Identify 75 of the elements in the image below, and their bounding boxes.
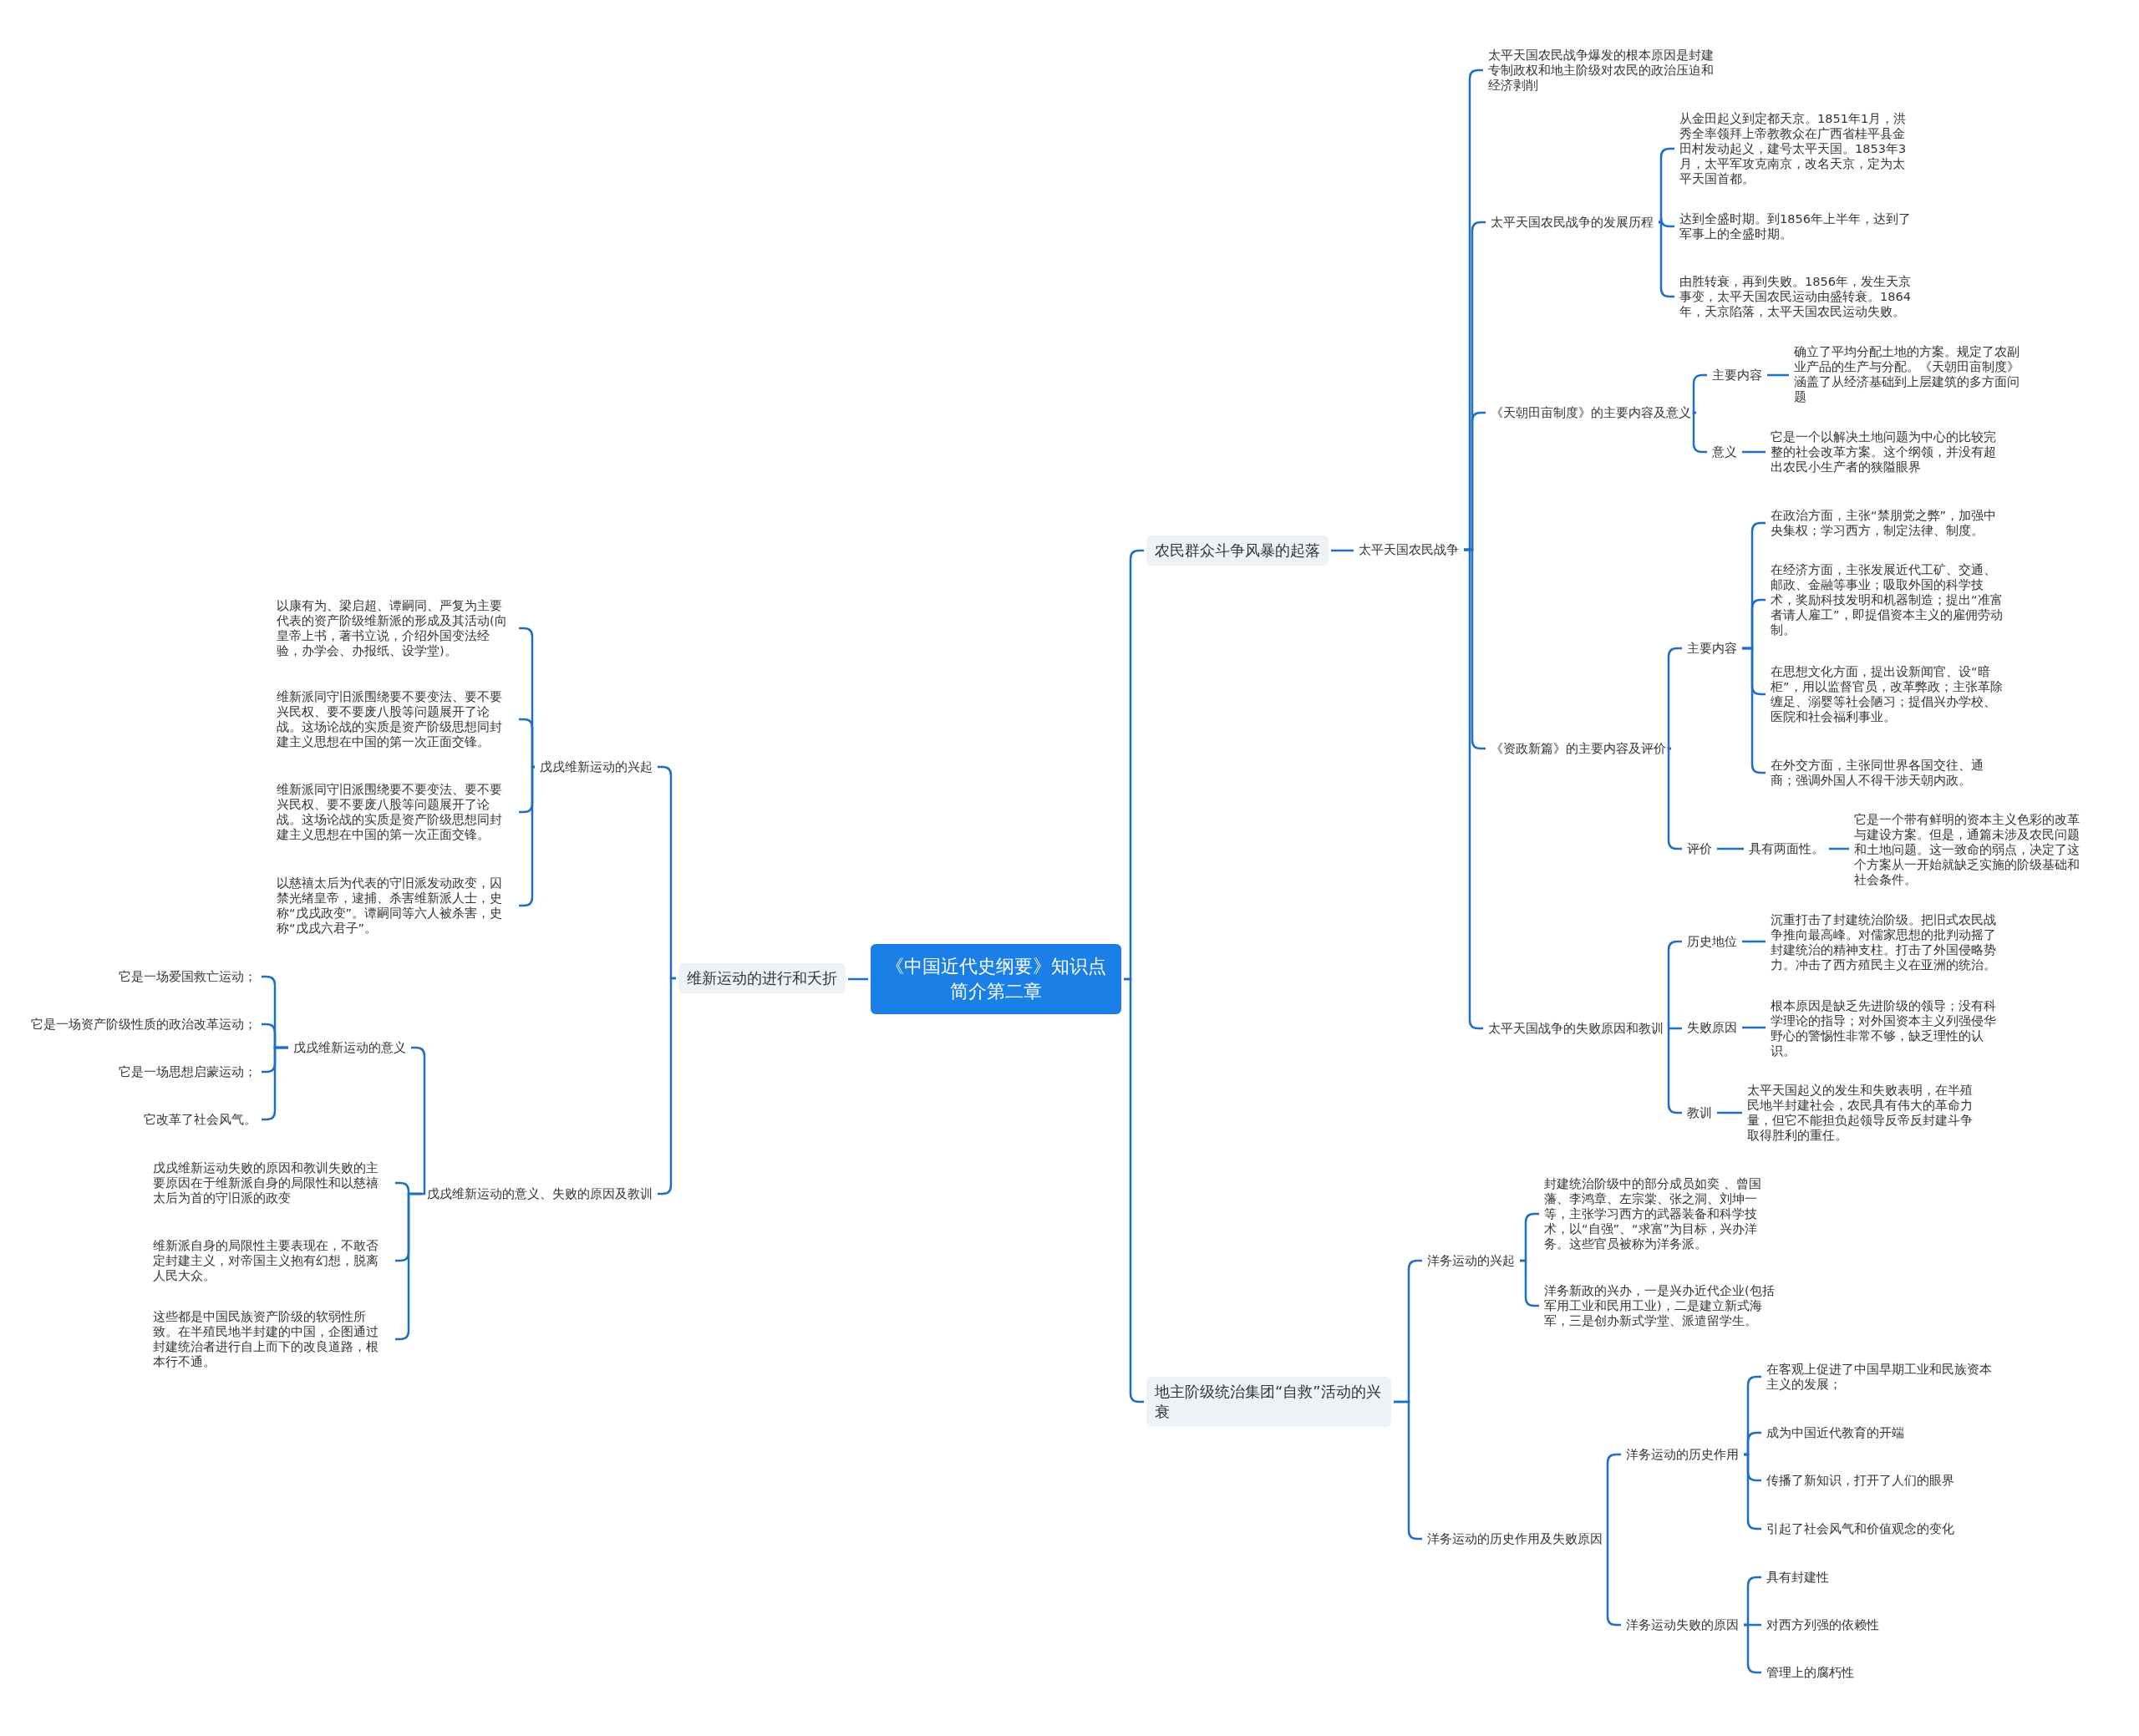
topic-text: 管理上的腐朽性 — [1764, 1663, 1857, 1682]
topic-text: 戊戌维新运动失败的原因和教训失败的主要原因在于维新派自身的局限性和以慈禧太后为首的守旧派的政变 — [150, 1159, 393, 1207]
connector-line — [1667, 747, 1682, 850]
topic-text: 太平天国农民战争爆发的根本原因是封建专制政权和地主阶级对农民的政治压迫和经济剥削 — [1486, 46, 1728, 94]
topic-text: 洋务运动失败的原因 — [1623, 1616, 1741, 1634]
connector-line — [1717, 1111, 1742, 1114]
topic-text: 戊戌维新运动的兴起 — [537, 758, 655, 776]
topic-text: 这些都是中国民族资产阶级的软弱性所致。在半殖民地半封建的中国，企图通过封建统治者进行自上而下的改良道路，根本行不通。 — [150, 1307, 393, 1371]
connector-line — [1829, 847, 1849, 850]
connector-line — [1692, 411, 1707, 454]
connector-line — [1669, 1027, 1682, 1030]
connector-line — [1767, 373, 1789, 377]
topic-text: 戊戌维新运动的意义、失败的原因及教训 — [424, 1185, 655, 1203]
topic-text: 历史地位 — [1684, 932, 1740, 951]
connector-line — [1659, 216, 1674, 228]
topic-text: 沉重打击了封建统治阶级。把旧式农民战争推向最高峰。对儒家思想的批判动摇了封建统治的精神支柱。打击了外国侵略势力。冲击了西方殖民主义在亚洲的统治。 — [1768, 911, 2010, 974]
topic-text: 它是一场思想启蒙运动； — [116, 1063, 259, 1081]
topic-text: 在外交方面，主张同世界各国交往、通商；强调外国人不得干涉天朝内政。 — [1768, 756, 2010, 789]
topic-text: 以慈禧太后为代表的守旧派发动政变，囚禁光绪皇帝，逮捕、杀害维新派人士，史称“戊戌政变”。谭嗣同等六人被杀害，史称“戊戌六君子”。 — [274, 874, 516, 937]
topic-text: 失败原因 — [1684, 1018, 1740, 1037]
main-topic-box: 维新运动的进行和夭折 — [678, 963, 846, 993]
topic-text: 维新派自身的局限性主要表现在，不敢否定封建主义，对帝国主义抱有幻想，脱离人民大众。 — [150, 1236, 393, 1285]
topic-text: 传播了新知识，打开了人们的眼界 — [1764, 1471, 1957, 1490]
topic-text: 在政治方面，主张“禁朋党之弊”，加强中央集权；学习西方，制定法律、制度。 — [1768, 506, 2010, 540]
topic-text: 太平天国农民战争的发展历程 — [1488, 213, 1656, 231]
topic-text: 根本原因是缺乏先进阶级的领导；没有科学理论的指导；对外国资本主义列强侵华野心的警惕性非常不够，缺乏理性的认识。 — [1768, 997, 2010, 1060]
topic-text: 在思想文化方面，提出设新闻官、设“暗柜”，用以监督官员，改革弊政；主张革除缠足、溺婴等社会陋习；提倡兴办学校、医院和社会福利事业。 — [1768, 662, 2010, 726]
topic-text: 具有封建性 — [1764, 1568, 1832, 1586]
topic-text: 洋务新政的兴办，一是兴办近代企业(包括军用工业和民用工业)，二是建立新式海军，三是创办新式学堂、派遣留学生。 — [1542, 1282, 1784, 1330]
topic-text: 它是一场资产阶级性质的政治改革运动； — [28, 1015, 259, 1033]
topic-text: 达到全盛时期。到1856年上半年，达到了军事上的全盛时期。 — [1677, 210, 1919, 243]
topic-text: 评价 — [1684, 840, 1715, 858]
topic-text: 戊戌维新运动的意义 — [291, 1038, 409, 1057]
connector-line — [1124, 977, 1144, 1404]
topic-text: 在客观上促进了中国早期工业和民族资本主义的发展； — [1764, 1360, 2006, 1393]
topic-text: 洋务运动的历史作用及失败原因 — [1425, 1530, 1605, 1548]
connector-line — [1717, 847, 1744, 850]
connector-line — [1742, 1026, 1766, 1029]
topic-text: 教训 — [1684, 1104, 1715, 1122]
topic-text: 成为中国近代教育的开端 — [1764, 1424, 1907, 1442]
topic-text: 太平天国起义的发生和失败表明，在半殖民地半封建社会，农民具有伟大的革命力量，但它不能担负起领导反帝反封建斗争取得胜利的重任。 — [1745, 1081, 1987, 1145]
central-topic-box: 《中国近代史纲要》知识点简介第二章 — [871, 944, 1121, 1014]
connector-line — [848, 977, 868, 981]
topic-text: 它是一个以解决土地问题为中心的比较完整的社会改革方案。这个纲领，并没有超出农民小生产者的狭隘眼界 — [1768, 428, 2010, 476]
topic-text: 维新派同守旧派围绕要不要变法、要不要兴民权、要不要废八股等问题展开了论战。这场论战的实质是资产阶级思想同封建主义思想在中国的第一次正面交锋。 — [274, 780, 516, 844]
topic-text: 维新派同守旧派围绕要不要变法、要不要兴民权、要不要废八股等问题展开了论战。这场论战的实质是资产阶级思想同封建主义思想在中国的第一次正面交锋。 — [274, 688, 516, 751]
topic-text: 它是一场爱国救亡运动； — [116, 967, 259, 986]
topic-text: 由胜转衰，再到失败。1856年，发生天京事变，太平天国农民运动由盛转衰。1864年，天京陷落，太平天国农民运动失败。 — [1677, 272, 1919, 321]
topic-text: 《天朝田亩制度》的主要内容及意义 — [1488, 404, 1694, 422]
topic-text: 从金田起义到定都天京。1851年1月，洪秀全率领拜上帝教教众在广西省桂平县金田村发动起义，建号太平天国。1853年3月，太平军攻克南京，改名天京，定为太平天国首都。 — [1677, 109, 1919, 188]
connector-line — [1742, 450, 1766, 454]
topic-text: 它是一个带有鲜明的资本主义色彩的改革与建设方案。但是，通篇未涉及农民问题和土地问题。这一致命的弱点，决定了这个方案从一开始就缺乏实施的阶级基础和社会条件。 — [1852, 810, 2094, 889]
topic-text: 它改革了社会风气。 — [141, 1110, 259, 1129]
topic-text: 具有两面性。 — [1746, 840, 1827, 858]
connector-line — [1692, 373, 1707, 414]
topic-text: 引起了社会风气和价值观念的变化 — [1764, 1520, 1957, 1538]
topic-text: 洋务运动的历史作用 — [1623, 1445, 1741, 1464]
topic-text: 太平天国战争的失败原因和教训 — [1486, 1019, 1666, 1038]
connector-line — [1667, 1027, 1682, 1114]
connector-line — [1742, 940, 1766, 943]
main-topic-box: 地主阶级统治集团“自救”活动的兴衰 — [1146, 1377, 1391, 1427]
topic-text: 对西方列强的依赖性 — [1764, 1616, 1882, 1634]
topic-text: 确立了平均分配土地的方案。规定了农副业产品的生产与分配。《天朝田亩制度》涵盖了从经济基础到上层建筑的多方面问题 — [1791, 343, 2034, 406]
topic-text: 在经济方面，主张发展近代工矿、交通、邮政、金融等事业；吸取外国的科学技术，奖励科技发明和机器制造；提出“准富者请人雇工”，即提倡资本主义的雇佣劳动制。 — [1768, 561, 2010, 639]
topic-text: 封建统治阶级中的部分成员如奕 、曾国藩、李鸿章、左宗棠、张之洞、刘坤一等，主张学习西方的武器装备和科学技术，以“自强”、“求富”为目标，兴办洋务。这些官员被称为洋务派。 — [1542, 1175, 1784, 1253]
topic-text: 以康有为、梁启超、谭嗣同、严复为主要代表的资产阶级维新派的形成及其活动(向皇帝上书，著书立说，介绍外国变法经验，办学会、办报纸、设学堂)。 — [274, 596, 516, 660]
topic-text: 洋务运动的兴起 — [1425, 1251, 1517, 1270]
topic-text: 《资政新篇》的主要内容及评价 — [1488, 739, 1669, 758]
topic-text: 太平天国农民战争 — [1356, 541, 1461, 559]
topic-text: 主要内容 — [1684, 639, 1740, 657]
topic-text: 主要内容 — [1710, 366, 1765, 384]
connector-line — [1331, 549, 1354, 552]
connector-line — [519, 718, 535, 769]
main-topic-box: 农民群众斗争风暴的起落 — [1146, 536, 1329, 566]
topic-text: 意义 — [1710, 443, 1740, 461]
